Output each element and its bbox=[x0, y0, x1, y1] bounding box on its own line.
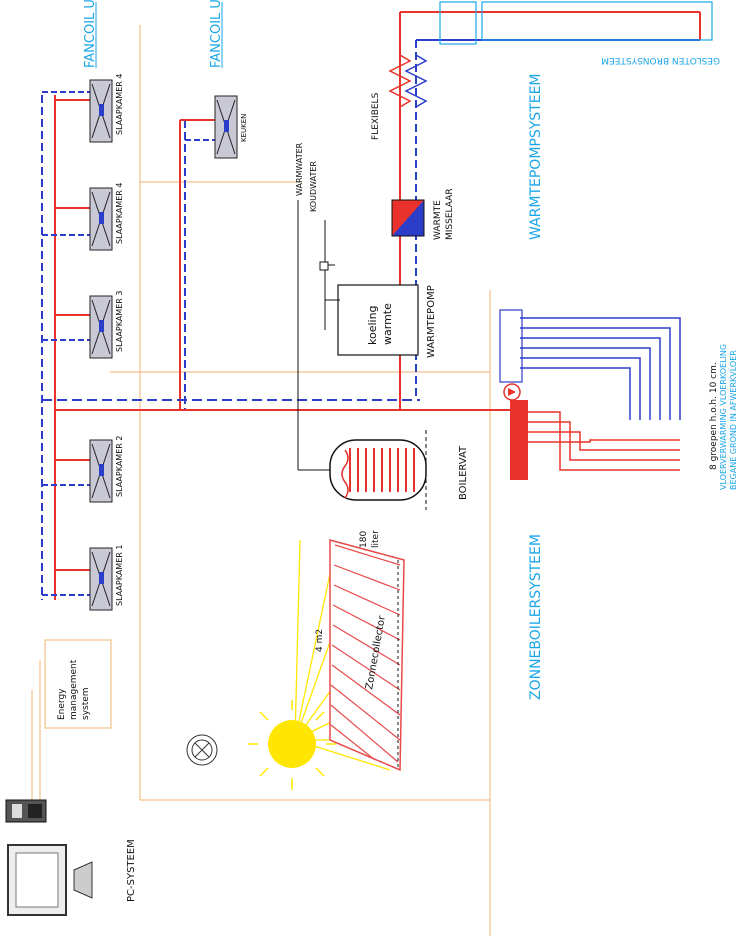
energy-management-box: Energy management system bbox=[44, 639, 112, 729]
koeling-label: koeling bbox=[366, 305, 379, 345]
compass-icon bbox=[186, 734, 218, 766]
groepen-label: 8 groepen h.o.h. 10 cm. bbox=[709, 362, 719, 470]
collector-area-label: 4 m2 bbox=[315, 629, 325, 652]
fancoil-label: SLAAPKAMER 2 bbox=[115, 436, 124, 497]
fancoil-unit: SLAAPKAMER 4 bbox=[89, 74, 124, 143]
fancoil-units-title: FANCOIL UNITS bbox=[83, 0, 98, 68]
solar-collector: Zonnecollector bbox=[329, 539, 405, 772]
ems-label-2: management bbox=[69, 659, 79, 720]
system-boundaries bbox=[31, 25, 491, 936]
fancoil-units-title: FANCOIL UNITS bbox=[209, 0, 224, 68]
fancoil-unit: SLAAPKAMER 2 bbox=[89, 436, 124, 503]
fancoil-unit: SLAAPKAMER 3 bbox=[89, 291, 124, 359]
bronsysteem-box: GESLOTEN BRONSYSTEEM bbox=[439, 1, 720, 65]
ems-label-3: system bbox=[81, 687, 91, 720]
vloerverwarming-label-1: VLOERVERWARMING VLOERKOELING bbox=[719, 344, 728, 490]
fancoil-pipes bbox=[41, 91, 520, 600]
underfloor-manifold bbox=[499, 309, 528, 480]
warmtepompsysteem-title: WARMTEPOMPSYSTEEM bbox=[528, 74, 544, 241]
koudwater-label: KOUDWATER bbox=[309, 161, 318, 212]
sun-icon bbox=[248, 700, 336, 790]
zonneboilersysteem-title: ZONNEBOILERSYSTEEM bbox=[528, 534, 544, 700]
underfloor-loops bbox=[520, 317, 681, 471]
warmte-misselaar-label-1: WARMTE bbox=[433, 200, 443, 240]
tapwater-lines bbox=[297, 200, 340, 471]
pc-computer-icon bbox=[5, 799, 93, 916]
fancoil-label: SLAAPKAMER 3 bbox=[115, 291, 124, 352]
boiler-volume-2: liter bbox=[371, 530, 381, 548]
fancoil-label: SLAAPKAMER 4 bbox=[115, 183, 124, 244]
fancoil-unit: SLAAPKAMER 1 bbox=[89, 545, 124, 611]
flexibels-label: FLEXIBELS bbox=[371, 92, 381, 140]
boiler-volume-1: 180 bbox=[359, 531, 369, 548]
warmtepomp-unit: koeling warmte bbox=[337, 284, 419, 356]
vloerverwarming-label-2: BEGANE GROND IN AFWERKVLOER bbox=[729, 350, 738, 490]
ems-label-1: Energy bbox=[57, 688, 67, 720]
fancoil-label: SLAAPKAMER 4 bbox=[115, 74, 124, 135]
pc-systeem-label: PC-SYSTEEM bbox=[126, 839, 137, 902]
warmtepomp-label: WARMTEPOMP bbox=[426, 285, 437, 358]
fancoil-label: SLAAPKAMER 1 bbox=[115, 545, 124, 606]
boiler-vessel bbox=[329, 430, 427, 510]
warmte-label: warmte bbox=[381, 303, 394, 345]
gesloten-bronsysteem-label: GESLOTEN BRONSYSTEEM bbox=[601, 55, 720, 65]
fancoil-unit: KEUKEN bbox=[214, 95, 248, 159]
heat-exchanger bbox=[391, 199, 425, 237]
fancoil-unit: SLAAPKAMER 4 bbox=[89, 183, 124, 251]
warmwater-label: WARMWATER bbox=[295, 142, 304, 196]
fancoil-label: KEUKEN bbox=[240, 114, 248, 142]
warmte-misselaar-label-2: MISSELAAR bbox=[445, 188, 455, 240]
boilervat-label: BOILERVAT bbox=[458, 445, 469, 500]
